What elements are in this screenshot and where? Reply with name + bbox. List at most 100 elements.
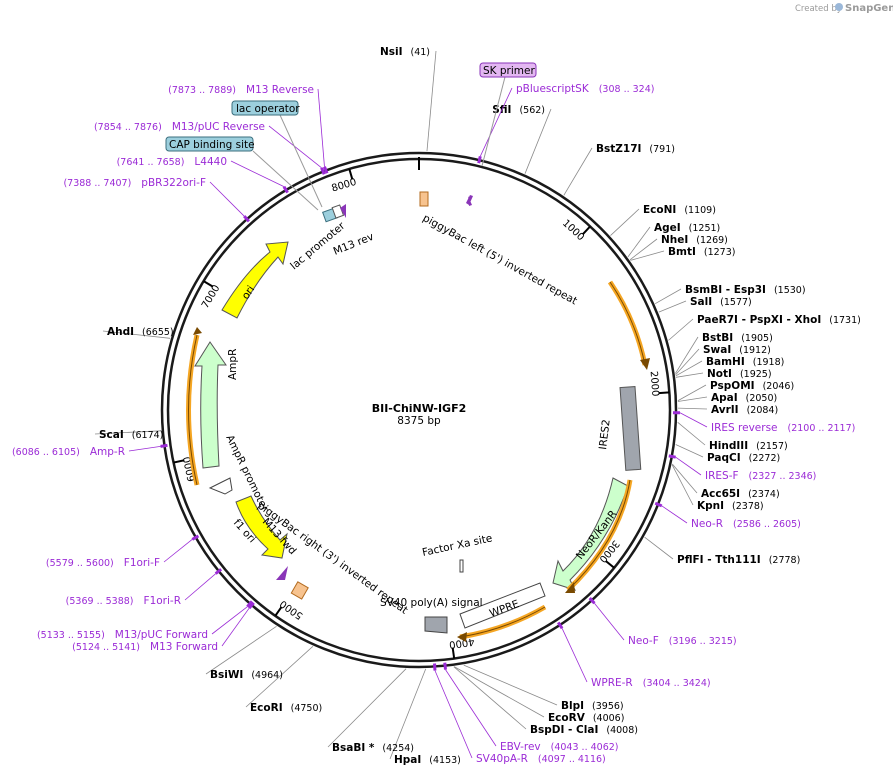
site-leader: [675, 444, 704, 458]
tick-mark: [605, 560, 615, 569]
site-leader: [627, 226, 651, 258]
site-leader: [629, 238, 658, 261]
site-leader: [671, 464, 694, 506]
primer-label: SV40pA-R(4097 .. 4116): [476, 753, 606, 765]
tick-mark: [203, 280, 214, 288]
tick-mark: [274, 606, 283, 617]
lac-operator-box: [231, 100, 299, 116]
ires2-feature: [619, 386, 642, 471]
site-label: BsmBI - Esp3I(1530): [685, 284, 806, 296]
site-label: PflFI - Tth111I(2778): [677, 554, 800, 566]
tick-label: 7000: [200, 283, 223, 310]
site-leader: [610, 208, 640, 236]
site-leader: [677, 407, 708, 410]
site-label: PspOMI(2046): [710, 380, 794, 392]
piggybac-right-marker: [290, 581, 309, 600]
site-label: SwaI(1912): [703, 344, 771, 356]
primer-label: pBluescriptSK(308 .. 324): [516, 83, 654, 95]
site-label: Acc65I(2374): [701, 488, 780, 500]
primer-leader: [163, 539, 193, 563]
primer-label: (7641 .. 7658)L4440: [117, 156, 227, 168]
primer-label: (5369 .. 5388)F1ori-R: [66, 595, 181, 607]
feature-label-ires2: IRES2: [597, 419, 613, 451]
primer-mark: [214, 568, 223, 575]
site-leader: [563, 147, 593, 196]
site-leader: [654, 288, 682, 305]
tick-mark: [451, 647, 456, 659]
primer-mark: [443, 662, 447, 670]
site-leader: [677, 396, 708, 402]
site-leader: [644, 536, 674, 560]
tick-label: 5000: [278, 597, 305, 621]
cap-binding-site-label: CAP binding site: [169, 139, 255, 151]
site-label: BsiWI(4964): [210, 669, 283, 681]
primer-mark: [477, 155, 482, 164]
site-leader: [658, 300, 687, 313]
site-layer: NsiI(41)SfiI(562)BstZ17I(791)EcoNI(1109)…: [94, 46, 861, 766]
tick-label: 2000: [648, 371, 661, 397]
f1-ori-feature: [235, 495, 288, 559]
tick-mark: [348, 168, 354, 180]
site-label: BsaBI *(4254): [332, 742, 414, 754]
site-label: AvrII(2084): [711, 404, 778, 416]
site-leader: [389, 668, 427, 760]
primer-label: (7854 .. 7876)M13/pUC Reverse: [94, 121, 265, 133]
tick-label: 1000: [560, 218, 586, 243]
feature-label-piggybac-right: piggyBac right (3') inverted repeat: [255, 500, 410, 617]
site-label: EcoRV(4006): [548, 712, 624, 724]
primer-leader: [230, 160, 285, 188]
factor-xa-feature: [459, 559, 464, 573]
feature-label-piggybac-left: piggyBac left (5') inverted repeat: [421, 212, 580, 307]
site-label: BlpI(3956): [561, 700, 624, 712]
site-leader: [205, 625, 277, 675]
boxed-labels: SK primer lac operator CAP binding site: [165, 62, 537, 211]
primer-layer: pBluescriptSK(308 .. 324) IRES reverse(21…: [12, 83, 855, 765]
site-label: EcoNI(1109): [643, 204, 716, 216]
tick-mark: [173, 459, 185, 464]
feature-label-ampr: AmpR: [227, 349, 239, 380]
primer-leader: [184, 573, 216, 601]
primer-mark: [320, 167, 326, 175]
primer-mark: [654, 501, 663, 508]
sk-primer-box: [479, 62, 537, 78]
primer-label: IRES reverse(2100 .. 2117): [711, 422, 855, 434]
site-leader: [463, 664, 558, 706]
site-label: NheI(1269): [661, 234, 728, 246]
tick-label: 8000: [330, 177, 358, 195]
primer-label: (5133 .. 5155)M13/pUC Forward: [37, 629, 208, 641]
primer-mark: [160, 443, 168, 448]
primer-label: (6086 .. 6105)Amp-R: [12, 446, 125, 458]
cap-binding-site-box: [165, 136, 254, 152]
sv40-feature: [424, 616, 448, 634]
site-label: AgeI(1251): [654, 222, 720, 234]
primer-label: IRES-F(2327 .. 2346): [705, 470, 816, 482]
tick-mark: [658, 391, 670, 395]
credit: Created by SnapGene: [795, 3, 893, 14]
primer-leader: [209, 181, 245, 217]
site-label: KpnI(2378): [697, 500, 764, 512]
site-label: PaeR7I - PspXI - XhoI(1731): [697, 314, 861, 326]
primer-leader: [479, 87, 513, 157]
site-label: SalI(1577): [690, 296, 752, 308]
tick-label: 4000: [448, 635, 475, 649]
ori-feature: [221, 241, 289, 319]
primer-mark: [246, 600, 254, 608]
feature-label-factor-xa: Factor Xa site: [421, 532, 493, 559]
lac-operator-label: lac operator: [236, 103, 300, 115]
site-label: ScaI(6174): [99, 429, 163, 441]
primer-label: (5124 .. 5141)M13 Forward: [72, 641, 218, 653]
m13-rev-arrow: [340, 204, 346, 218]
site-label: NsiI(41): [380, 46, 430, 58]
credit-prefix: Created by: [795, 4, 842, 14]
site-label: HindIII(2157): [709, 440, 788, 452]
site-leader: [668, 318, 694, 341]
site-leader: [675, 336, 699, 374]
ampr-feature: [194, 341, 227, 469]
feature-label-sv40: SV40 poly(A) signal: [380, 597, 483, 609]
site-leader: [327, 668, 407, 748]
primer-leader: [221, 607, 250, 647]
site-label: BamHI(1918): [706, 356, 784, 368]
credit-brand: SnapGene: [845, 3, 893, 14]
plasmid-length: 8375 bp: [397, 415, 441, 427]
